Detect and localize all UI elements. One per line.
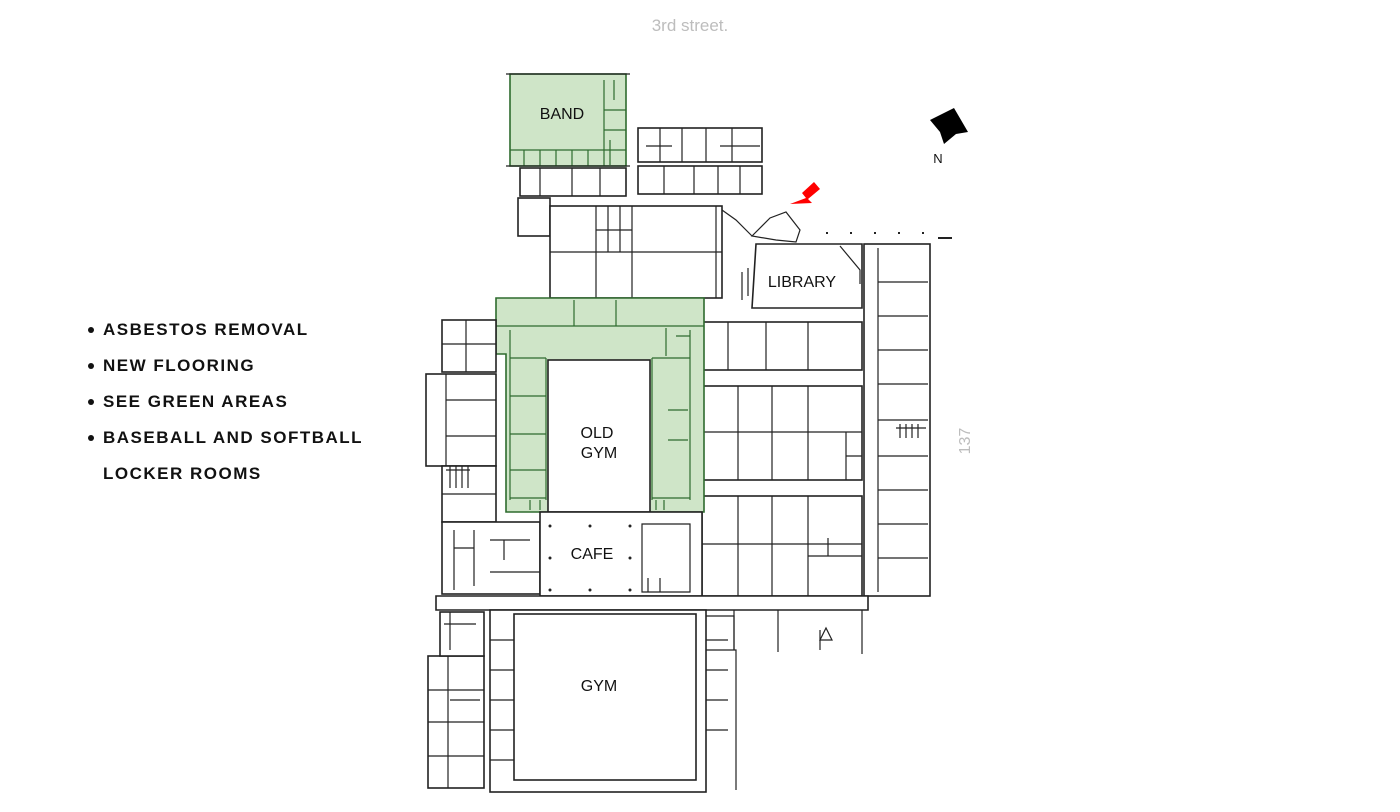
red-arrow-icon xyxy=(790,182,820,204)
note-item: Baseball and Softball xyxy=(86,420,363,456)
note-item: New Flooring xyxy=(86,348,363,384)
west-wing xyxy=(425,319,541,595)
library-area: LIBRARY xyxy=(741,243,863,309)
north-arrow-icon xyxy=(930,108,968,144)
east-wing xyxy=(863,243,931,597)
north-label: N xyxy=(933,151,942,166)
band-label: BAND xyxy=(540,106,584,123)
cafe-label: CAFE xyxy=(571,546,614,563)
note-item: Asbestos Removal xyxy=(86,312,363,348)
street-label-top: 3rd street. xyxy=(651,16,729,35)
old-gym-label-line2: GYM xyxy=(581,445,617,462)
note-item-continuation: Locker Rooms xyxy=(103,464,262,483)
cafe-area: CAFE xyxy=(539,511,703,597)
street-label-side: 137 xyxy=(957,428,974,455)
north-wing xyxy=(517,127,801,299)
band-room xyxy=(506,73,630,167)
old-gym-label-line1: OLD xyxy=(581,425,614,442)
old-gym-area: OLD GYM xyxy=(495,297,705,513)
gym-area: GYM xyxy=(489,609,728,793)
central-classrooms xyxy=(701,321,863,597)
notes-list: Asbestos Removal New Flooring See Green … xyxy=(86,312,363,492)
entrance-path xyxy=(826,232,952,239)
south-west-wing xyxy=(427,611,485,789)
library-label: LIBRARY xyxy=(768,274,837,291)
note-item: See Green Areas xyxy=(86,384,363,420)
gym-label: GYM xyxy=(581,678,617,695)
